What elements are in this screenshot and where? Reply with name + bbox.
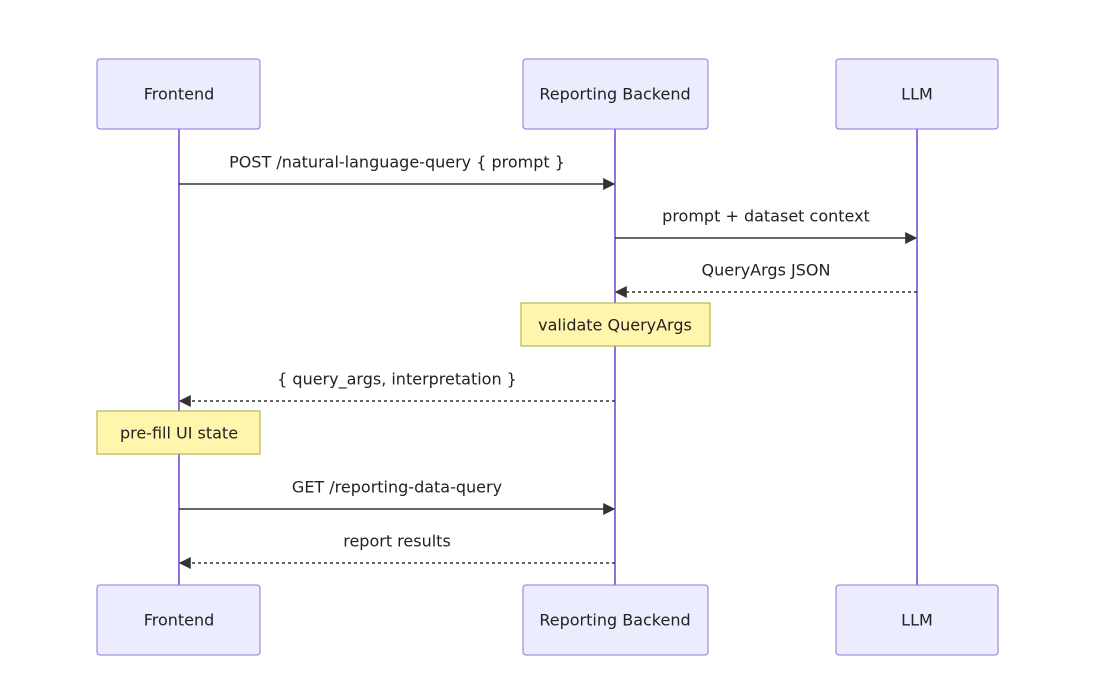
- message-prompt-dataset-context: prompt + dataset context: [615, 207, 918, 244]
- message-label: GET /reporting-data-query: [292, 478, 502, 497]
- message-label: report results: [343, 532, 451, 551]
- actor-llm-bottom: LLM: [835, 584, 999, 656]
- note-label: validate QueryArgs: [538, 316, 692, 335]
- note-validate-queryargs: validate QueryArgs: [520, 302, 711, 347]
- note-pre-fill-ui-state: pre-fill UI state: [96, 410, 261, 455]
- actor-frontend-bottom: Frontend: [96, 584, 261, 656]
- message-report-results: report results: [178, 532, 615, 569]
- message-label: QueryArgs JSON: [702, 261, 831, 280]
- actor-llm-top: LLM: [835, 58, 999, 130]
- actor-frontend-bottom-label: Frontend: [144, 611, 215, 630]
- note-label: pre-fill UI state: [120, 424, 238, 443]
- actor-backend-top: Reporting Backend: [522, 58, 709, 130]
- actor-backend-top-label: Reporting Backend: [539, 85, 690, 104]
- message-post-natural-language-query: POST /natural-language-query { prompt }: [179, 153, 616, 190]
- actor-frontend-top: Frontend: [96, 58, 261, 130]
- message-label: { query_args, interpretation }: [277, 370, 517, 390]
- message-label: prompt + dataset context: [662, 207, 870, 226]
- actor-llm-bottom-label: LLM: [901, 611, 933, 630]
- actor-backend-bottom: Reporting Backend: [522, 584, 709, 656]
- actor-backend-bottom-label: Reporting Backend: [539, 611, 690, 630]
- actor-llm-top-label: LLM: [901, 85, 933, 104]
- message-queryargs-json: QueryArgs JSON: [614, 261, 917, 298]
- message-query-args-interpretation: { query_args, interpretation }: [178, 370, 615, 407]
- actor-frontend-top-label: Frontend: [144, 85, 215, 104]
- message-get-reporting-data-query: GET /reporting-data-query: [179, 478, 616, 515]
- message-label: POST /natural-language-query { prompt }: [229, 153, 565, 172]
